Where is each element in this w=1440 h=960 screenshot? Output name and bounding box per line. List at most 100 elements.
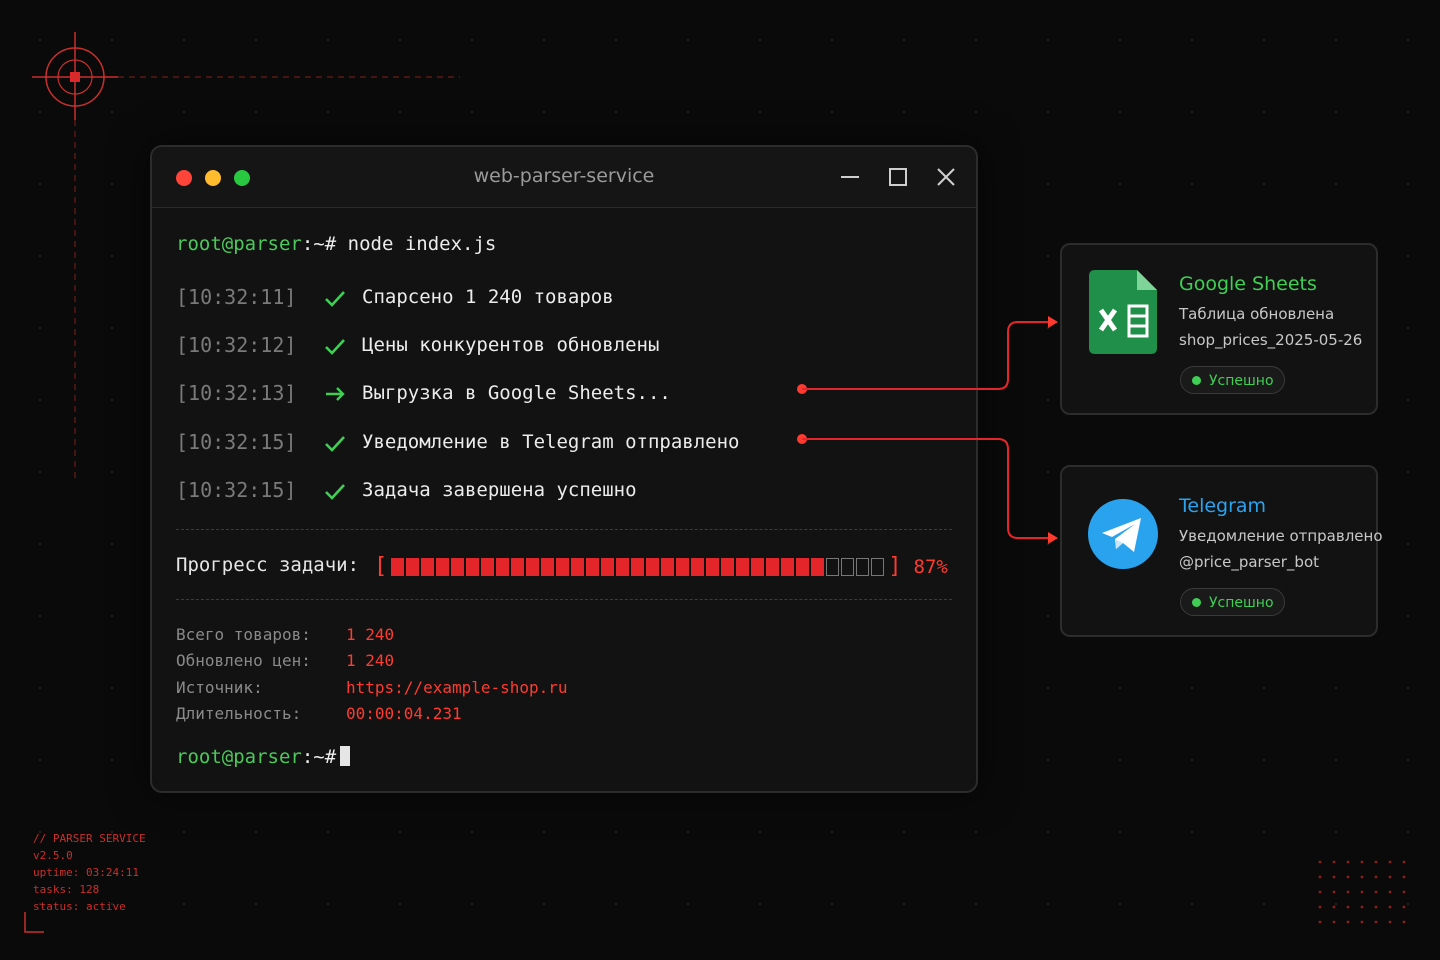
card-title: Telegram [1179,495,1267,517]
log-message: Уведомление в Telegram отправлено [362,431,740,453]
progress-block [676,557,690,576]
maximize-button[interactable] [886,165,910,189]
stat-key: Источник: [176,678,263,697]
divider [176,529,952,530]
grid-dot [1360,875,1364,879]
terminal-window: web-parser-service root@parser:~# node i… [150,145,978,793]
close-icon [937,168,955,186]
grid-dot [1318,905,1322,909]
progress-block [496,557,510,576]
grid-dot [1402,905,1406,909]
check-icon [325,436,345,452]
progress-block [736,557,750,576]
arrow-right-icon [326,387,345,401]
progress-block [436,557,450,576]
grid-dot [1388,920,1392,924]
telegram-card[interactable]: Telegram Уведомление отправлено @price_p… [1060,465,1383,637]
close-button[interactable] [934,165,958,189]
grid-dot [1346,875,1350,879]
progress-block [856,557,870,576]
grid-dot [1388,905,1392,909]
grid-dot [1332,890,1336,894]
progress-block [466,557,480,576]
progress-block [841,557,855,576]
grid-dot [1374,905,1378,909]
stat-key: Всего товаров: [176,625,311,644]
log-time: [10:32:15] [176,430,297,454]
crosshair-decoration [32,32,460,480]
service-info-line: uptime: 03:24:11 [33,866,139,879]
card-title: Google Sheets [1179,273,1317,295]
stat-key: Длительность: [176,704,302,723]
log-message: Задача завершена успешно [362,479,637,501]
grid-dot [1360,920,1364,924]
corner-bracket-decoration [24,912,44,933]
minimize-button[interactable] [838,165,862,189]
grid-dot [1360,905,1364,909]
divider [176,599,952,600]
prompt-user: root@parser [176,233,302,255]
grid-dot [1346,905,1350,909]
status-badge: Успешно [1180,588,1285,616]
check-icon [325,291,345,307]
log-time: [10:32:15] [176,478,297,502]
telegram-icon [1088,499,1158,569]
service-info-line: status: active [33,900,126,913]
prompt-line[interactable]: root@parser:~# [176,746,351,768]
close-dot-button[interactable] [176,170,192,186]
grid-dot [1346,860,1350,864]
progress-block [481,557,495,576]
grid-dot [1318,875,1322,879]
progress-block [721,557,735,576]
progress-block [661,557,675,576]
grid-dot [1318,890,1322,894]
command-text: node index.js [347,233,497,255]
log-time: [10:32:11] [176,285,297,309]
zoom-dot-button[interactable] [234,170,250,186]
service-info-line: // PARSER SERVICE [33,832,146,845]
grid-dot [1388,890,1392,894]
dot-grid-decoration [1318,860,1406,924]
card-detail: shop_prices_2025-05-26 [1179,331,1363,349]
grid-dot [1402,890,1406,894]
progress-block [646,557,660,576]
grid-dot [1318,860,1322,864]
maximize-icon [889,168,907,186]
service-info-line: tasks: 128 [33,883,100,896]
log-time: [10:32:13] [176,381,297,405]
progress-block [571,557,585,576]
grid-dot [1402,875,1406,879]
source-link[interactable]: https://example-shop.ru [346,678,568,697]
grid-dot [1374,875,1378,879]
google-sheets-card[interactable]: Google Sheets Таблица обновлена shop_pri… [1060,243,1378,415]
grid-dot [1402,860,1406,864]
grid-dot [1332,875,1336,879]
check-icon [325,339,345,355]
progress-bar: [ ] 87% [374,554,948,579]
progress-block [406,557,420,576]
log-message: Цены конкурентов обновлены [362,334,660,356]
grid-dot [1346,890,1350,894]
stat-key: Обновлено цен: [176,651,311,670]
progress-block [766,557,780,576]
log-time: [10:32:12] [176,333,297,357]
minimize-dot-button[interactable] [205,170,221,186]
grid-dot [1374,920,1378,924]
progress-block [586,557,600,576]
card-subtitle: Таблица обновлена [1179,305,1335,323]
progress-block [391,557,405,576]
connector-lines [797,316,1058,544]
grid-dot [1402,920,1406,924]
grid-dot [1360,890,1364,894]
card-subtitle: Уведомление отправлено [1179,527,1383,545]
prompt-suffix: :~# [301,746,337,768]
log-message: Выгрузка в Google Sheets... [362,382,671,404]
stat-value: 1 240 [346,651,395,670]
google-sheets-icon [1089,270,1157,354]
check-icon [325,484,345,500]
progress-block [556,557,570,576]
grid-dot [1388,875,1392,879]
progress-block [781,557,795,576]
status-badge: Успешно [1180,366,1285,394]
